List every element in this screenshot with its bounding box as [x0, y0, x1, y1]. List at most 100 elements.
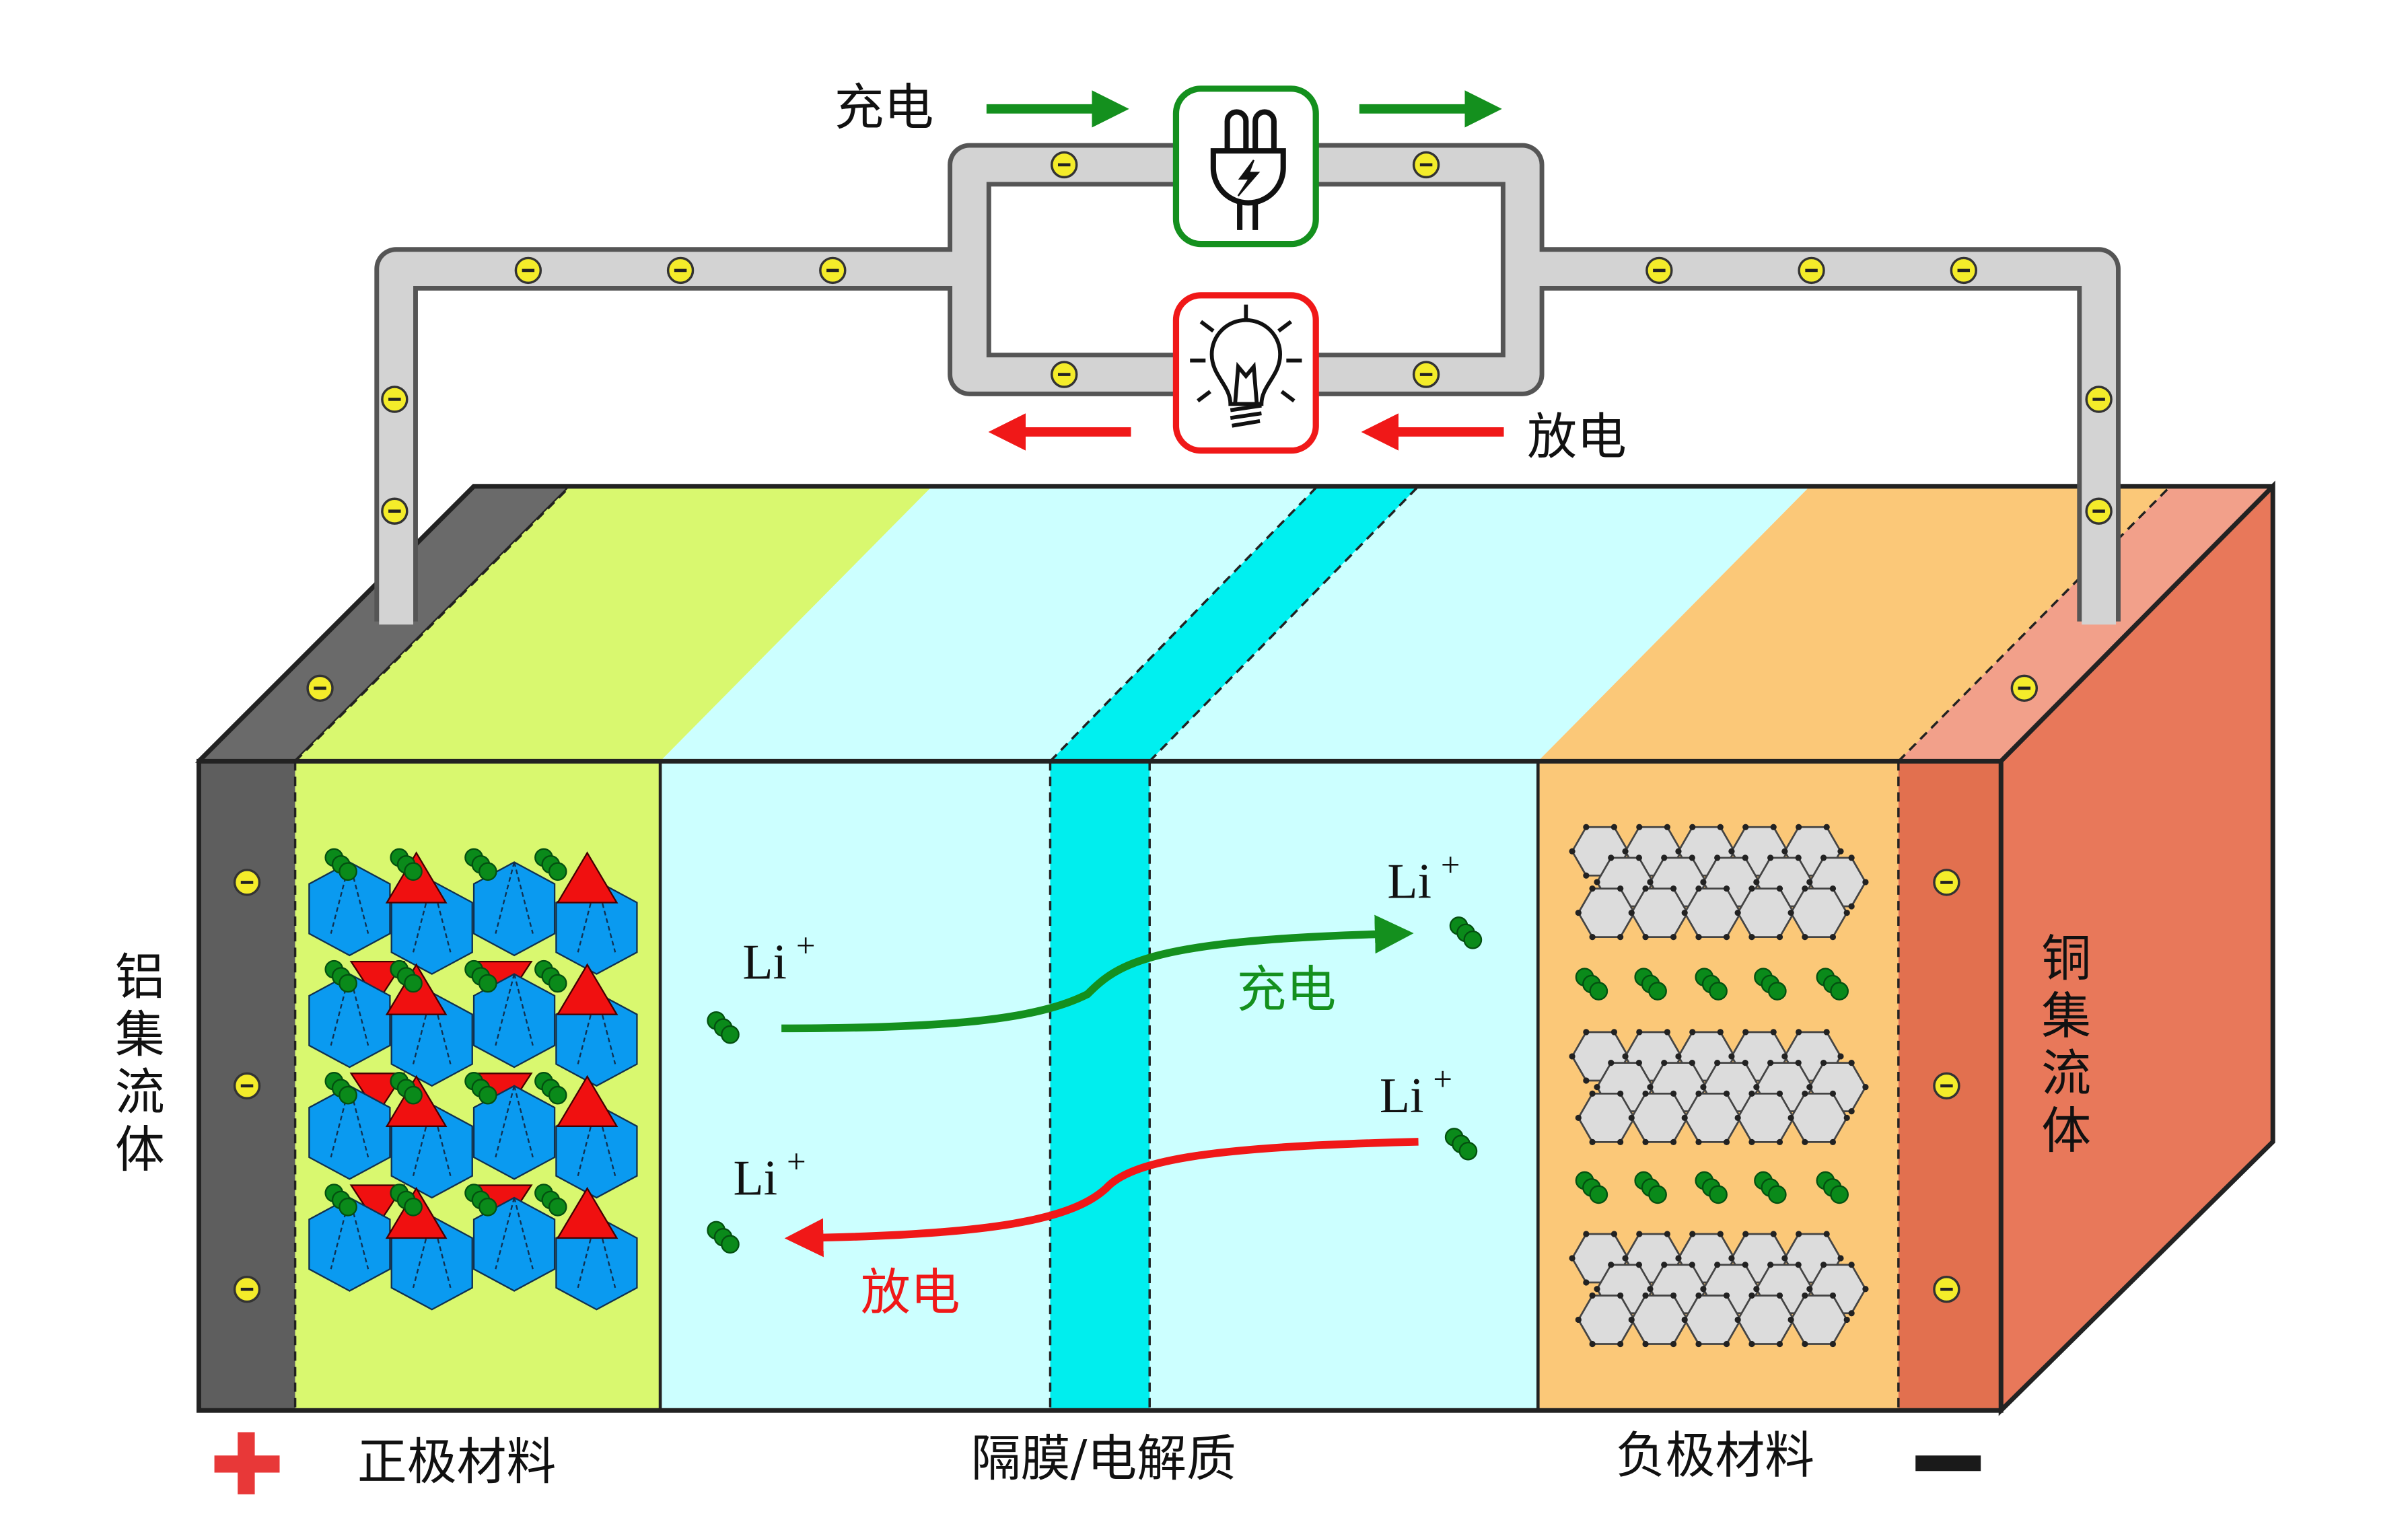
electron-icon — [233, 869, 261, 896]
carbon-atom — [1594, 1286, 1600, 1293]
carbon-atom — [1681, 910, 1688, 916]
separator-layer — [1050, 761, 1150, 1411]
carbon-atom — [1829, 1292, 1837, 1299]
separator-label: 隔膜/电解质 — [971, 1430, 1236, 1488]
carbon-atom — [1796, 824, 1802, 830]
electron-icon — [1051, 361, 1078, 388]
carbon-atom — [1636, 1231, 1643, 1237]
carbon-atom — [1802, 1292, 1808, 1299]
carbon-atom — [1823, 1029, 1830, 1036]
carbon-atom — [1843, 910, 1850, 916]
free-li-ions — [707, 916, 1483, 1254]
carbon-atom — [1848, 903, 1855, 910]
li-charge: + — [796, 927, 816, 964]
carbon-atom — [1742, 1060, 1748, 1066]
carbon-atom — [1642, 885, 1649, 892]
li-ion-icon — [1634, 1171, 1667, 1204]
carbon-atom — [1862, 1286, 1869, 1293]
carbon-atom — [1610, 1231, 1618, 1237]
carbon-atom — [1742, 824, 1749, 830]
cathode-label: 正极材料 — [357, 1433, 556, 1491]
carbon-atom — [1689, 1060, 1695, 1066]
discharge-ion-path — [784, 1138, 1419, 1258]
octahedron-icon — [472, 973, 556, 1068]
carbon-atom — [1610, 824, 1618, 830]
electron-icon — [1933, 869, 1960, 896]
carbon-atom — [1837, 1053, 1844, 1060]
li-sphere — [404, 862, 423, 881]
carbon-atom — [1608, 1262, 1615, 1268]
carbon-atom — [1796, 1231, 1802, 1237]
carbon-atom — [1823, 1231, 1830, 1237]
octahedron-icon — [308, 973, 391, 1068]
carbon-atom — [1628, 1114, 1635, 1121]
octahedron-icon — [472, 1196, 556, 1292]
carbon-atom — [1664, 1029, 1670, 1036]
carbon-atom — [1714, 855, 1721, 861]
carbon-atom — [1700, 1084, 1707, 1091]
carbon-atom — [1695, 885, 1702, 892]
octahedron-icon — [555, 991, 638, 1087]
carbon-atom — [1829, 1090, 1837, 1097]
li-ion-icon — [390, 848, 423, 881]
tetrahedron-icon — [556, 1075, 618, 1127]
li-ion-icon — [464, 1072, 497, 1105]
carbon-atom — [1647, 1084, 1654, 1091]
carbon-atom — [1742, 1262, 1748, 1268]
li-ion-icon — [390, 1184, 423, 1217]
octahedron-icon — [308, 1196, 391, 1292]
electron-icon — [2085, 386, 2113, 413]
li-sphere — [478, 974, 497, 993]
charge-ion-path — [781, 914, 1414, 1033]
carbon-atom — [1723, 1292, 1730, 1299]
anode-graphite-structure — [1569, 824, 1869, 1348]
carbon-atom — [1695, 1090, 1702, 1097]
plug-icon — [1210, 109, 1286, 230]
carbon-atom — [1583, 872, 1590, 879]
li-ion-icon — [1754, 1171, 1787, 1204]
carbon-atom — [1767, 1060, 1774, 1066]
label-char: 体 — [2041, 1102, 2091, 1160]
carbon-atom — [1628, 1316, 1635, 1323]
li-ion-labels: Li+ Li+ Li+ Li+ — [734, 846, 1460, 1205]
carbon-atom — [1689, 1029, 1696, 1036]
li-sphere — [1767, 1185, 1787, 1204]
carbon-atom — [1802, 885, 1808, 892]
carbon-atom — [1820, 1060, 1827, 1066]
top-separator — [1050, 486, 1419, 762]
carbon-atom — [1837, 848, 1844, 855]
li-sphere — [548, 974, 567, 993]
carbon-atom — [1787, 910, 1794, 916]
li-ion-icon — [1449, 916, 1483, 949]
li-sphere — [339, 1198, 357, 1217]
front-outline — [197, 758, 2004, 1413]
carbon-atom — [1776, 1090, 1783, 1097]
electron-icon — [1051, 151, 1078, 179]
carbon-atom — [1617, 885, 1624, 892]
carbon-atom — [1664, 824, 1670, 830]
carbon-atom — [1670, 1138, 1677, 1145]
octahedron-edge — [495, 862, 534, 934]
carbon-atom — [1767, 1262, 1774, 1268]
carbon-atom — [1795, 1060, 1802, 1066]
carbon-atom — [1642, 1292, 1649, 1299]
label-char: 集 — [115, 1006, 165, 1064]
label-char: 体 — [115, 1121, 165, 1179]
carbon-atom — [1670, 1090, 1677, 1097]
li-sphere — [339, 974, 357, 993]
carbon-atom — [1608, 855, 1615, 861]
octahedron-edge — [495, 1197, 534, 1270]
carbon-atom — [1848, 1108, 1855, 1115]
carbon-atom — [1728, 1053, 1735, 1060]
carbon-atom — [1848, 1060, 1855, 1066]
carbon-atom — [1862, 879, 1869, 885]
carbon-atom — [1675, 1255, 1682, 1262]
carbon-atom — [1583, 1029, 1590, 1036]
lamp-box — [1172, 292, 1319, 454]
carbon-atom — [1594, 879, 1600, 885]
li-charge: + — [1441, 846, 1460, 883]
carbon-atom — [1837, 1255, 1844, 1262]
li-sphere — [478, 862, 497, 881]
electron-icon — [381, 497, 409, 525]
carbon-atom — [1583, 1231, 1590, 1237]
